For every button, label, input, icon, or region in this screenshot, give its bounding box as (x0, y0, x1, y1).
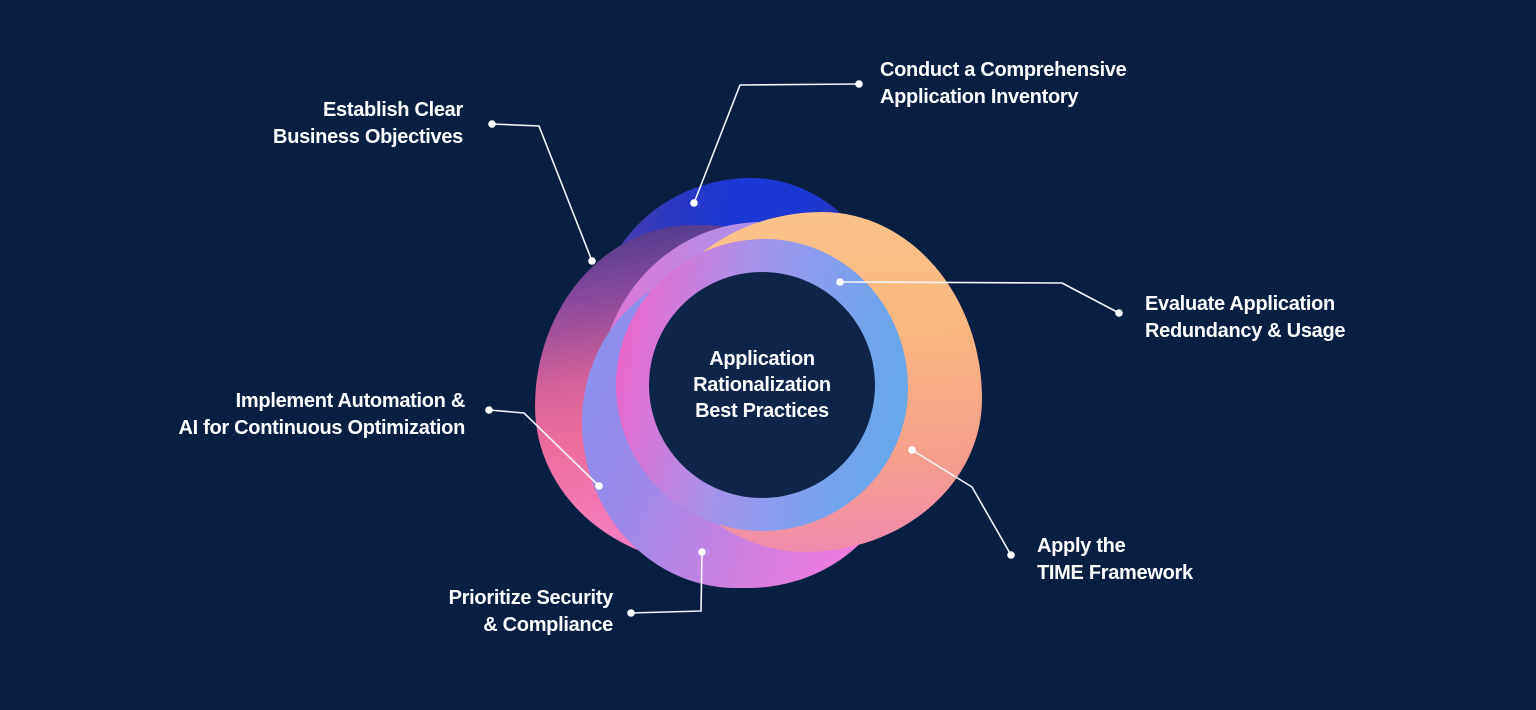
leader-dot (488, 120, 496, 128)
callout-label: Prioritize Security (448, 587, 614, 609)
leader-line-application-inventory (690, 80, 863, 207)
callout-application-inventory: Conduct a Comprehensive Application Inve… (880, 57, 1127, 111)
leader-dot (1007, 551, 1015, 559)
center-title-line3: Best Practices (695, 400, 829, 422)
leader-line-automation-ai (485, 406, 603, 490)
leader-dot (908, 446, 916, 454)
center-title-line2: Rationalization (693, 374, 831, 396)
callout-label: AI for Continuous Optimization (178, 417, 465, 439)
callout-label: & Compliance (483, 614, 613, 636)
leader-line-security-compliance (627, 548, 706, 617)
leader-dot (1115, 309, 1123, 317)
leader-dot (627, 609, 635, 617)
callout-label: Establish Clear (322, 99, 463, 121)
leader-dot (485, 406, 493, 414)
leader-dot (595, 482, 603, 490)
leader-dot (588, 257, 596, 265)
callout-automation-ai: Implement Automation & AI for Continuous… (178, 388, 465, 442)
leader-dot (855, 80, 863, 88)
callout-redundancy-usage: Evaluate Application Redundancy & Usage (1145, 291, 1346, 345)
callout-time-framework: Apply the TIME Framework (1037, 533, 1193, 587)
leader-dot (698, 548, 706, 556)
leader-line-redundancy-usage (836, 278, 1123, 317)
leader-line-establish-objectives (488, 120, 596, 265)
center-hub: Application Rationalization Best Practic… (649, 272, 875, 498)
callout-security-compliance: Prioritize Security & Compliance (448, 585, 614, 639)
leader-dot (690, 199, 698, 207)
callout-label: Business Objectives (273, 126, 463, 148)
callout-label: Implement Automation & (235, 390, 466, 412)
center-title-line1: Application (709, 348, 815, 370)
callout-label: Evaluate Application (1145, 293, 1335, 315)
callout-establish-objectives: Establish Clear Business Objectives (273, 97, 463, 151)
leader-dot (836, 278, 844, 286)
callout-label: Redundancy & Usage (1145, 320, 1346, 342)
callout-label: TIME Framework (1037, 562, 1193, 584)
callout-label: Apply the (1037, 535, 1126, 557)
leader-line-time-framework (908, 446, 1015, 559)
callout-label: Conduct a Comprehensive (880, 59, 1127, 81)
callout-label: Application Inventory (880, 86, 1079, 108)
